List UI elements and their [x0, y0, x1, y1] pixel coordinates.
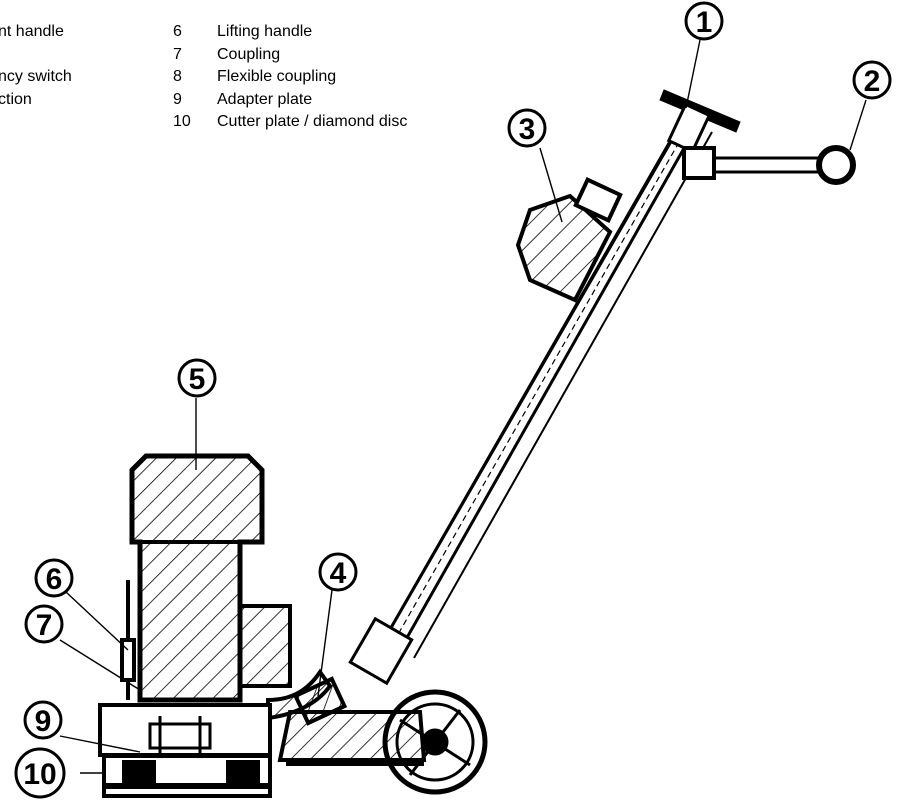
callout-5-label: 5	[189, 363, 206, 396]
switch-box	[515, 177, 623, 303]
legend-item: nt handle	[0, 21, 72, 44]
legend-item-number: 8	[173, 68, 182, 85]
handle-shaft	[371, 111, 713, 661]
legend-item-text: Coupling	[217, 45, 281, 63]
callout-4-label: 4	[330, 557, 347, 590]
side-handle-bar	[682, 145, 856, 185]
callout-7: 7	[24, 604, 64, 644]
callout-10: 10	[14, 747, 66, 799]
legend-item-text: Cutter plate / diamond disc	[217, 113, 408, 130]
legend-item: ction	[0, 89, 72, 112]
legend-item-number: 10	[173, 113, 191, 130]
legend-item: 6 Lifting handle	[173, 21, 407, 44]
leader-lines	[59, 39, 867, 774]
callout-1: 1	[684, 1, 724, 41]
callout-6: 6	[34, 558, 74, 598]
callout-9: 9	[23, 700, 63, 740]
legend-item-text: ction	[0, 90, 32, 108]
callout-7-label: 7	[36, 609, 53, 642]
legend-item-number: 6	[173, 23, 182, 40]
wheel	[382, 689, 488, 795]
base-frame	[98, 703, 427, 798]
legend-item: 8 Flexible coupling	[173, 66, 407, 89]
callout-10-label: 10	[23, 758, 56, 791]
callout-2: 2	[852, 60, 892, 100]
legend-item-text: Flexible coupling	[217, 68, 337, 85]
legend-item-number: 9	[173, 90, 182, 108]
legend-item-text: Adapter plate	[217, 90, 313, 108]
motor	[129, 453, 292, 703]
callout-5: 5	[177, 358, 217, 398]
callout-2-label: 2	[864, 65, 881, 98]
legend-item: 7 Coupling	[173, 44, 407, 67]
legend-item: 10 Cutter plate / diamond disc	[173, 111, 407, 134]
callouts: 1 2 3 4 5 6 7 9	[14, 1, 892, 799]
legend-left-column: nt handle ncy switch ction	[0, 21, 72, 111]
callout-9-label: 9	[35, 705, 52, 738]
callout-6-label: 6	[46, 563, 63, 596]
shaft-clamp	[348, 616, 414, 686]
callout-4: 4	[318, 552, 358, 592]
legend-item: 9 Adapter plate	[173, 89, 407, 112]
callout-3-label: 3	[519, 113, 536, 146]
control-handle	[659, 89, 741, 154]
callout-3: 3	[507, 108, 547, 148]
legend-item-number: 7	[173, 45, 182, 63]
callout-1-label: 1	[696, 6, 713, 39]
legend-right-column: 6 Lifting handle 7 Coupling 8 Flexible coup…	[173, 21, 407, 134]
legend-item-text: Lifting handle	[217, 23, 313, 40]
legend-item: ncy switch	[0, 66, 72, 89]
lifting-handle	[120, 580, 136, 700]
legend-item-text: ncy switch	[0, 68, 72, 85]
legend-item-text: nt handle	[0, 23, 64, 40]
